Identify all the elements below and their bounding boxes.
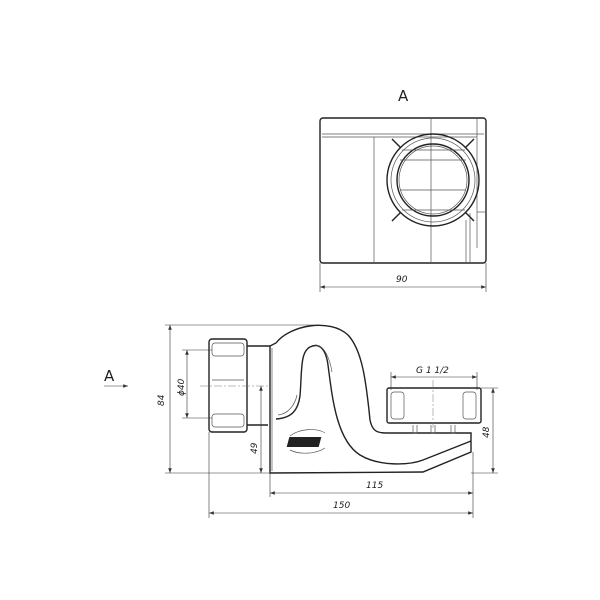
front-view: A 84 — [104, 324, 498, 518]
outlet-flange-circle — [386, 133, 480, 227]
dim-90: 90 — [396, 275, 408, 285]
trap-body — [269, 324, 472, 474]
dim-d40: ϕ40 — [177, 378, 187, 396]
outlet-nut — [386, 387, 482, 424]
view-a-outline — [319, 117, 487, 264]
dim-150: 150 — [333, 501, 350, 511]
dim-thread: G 1 1/2 — [416, 366, 449, 376]
view-a-label: A — [398, 87, 409, 105]
dim-48: 48 — [482, 426, 492, 438]
dim-115: 115 — [366, 481, 383, 491]
inlet-nut — [208, 338, 248, 433]
outlet-bore-circle — [396, 143, 470, 217]
dim-49: 49 — [250, 442, 260, 454]
dim-84: 84 — [157, 394, 167, 406]
view-arrow-label: A — [104, 367, 115, 385]
view-a: A 90 — [319, 87, 487, 292]
arta-logo — [286, 429, 326, 454]
lug-marks — [391, 138, 475, 222]
